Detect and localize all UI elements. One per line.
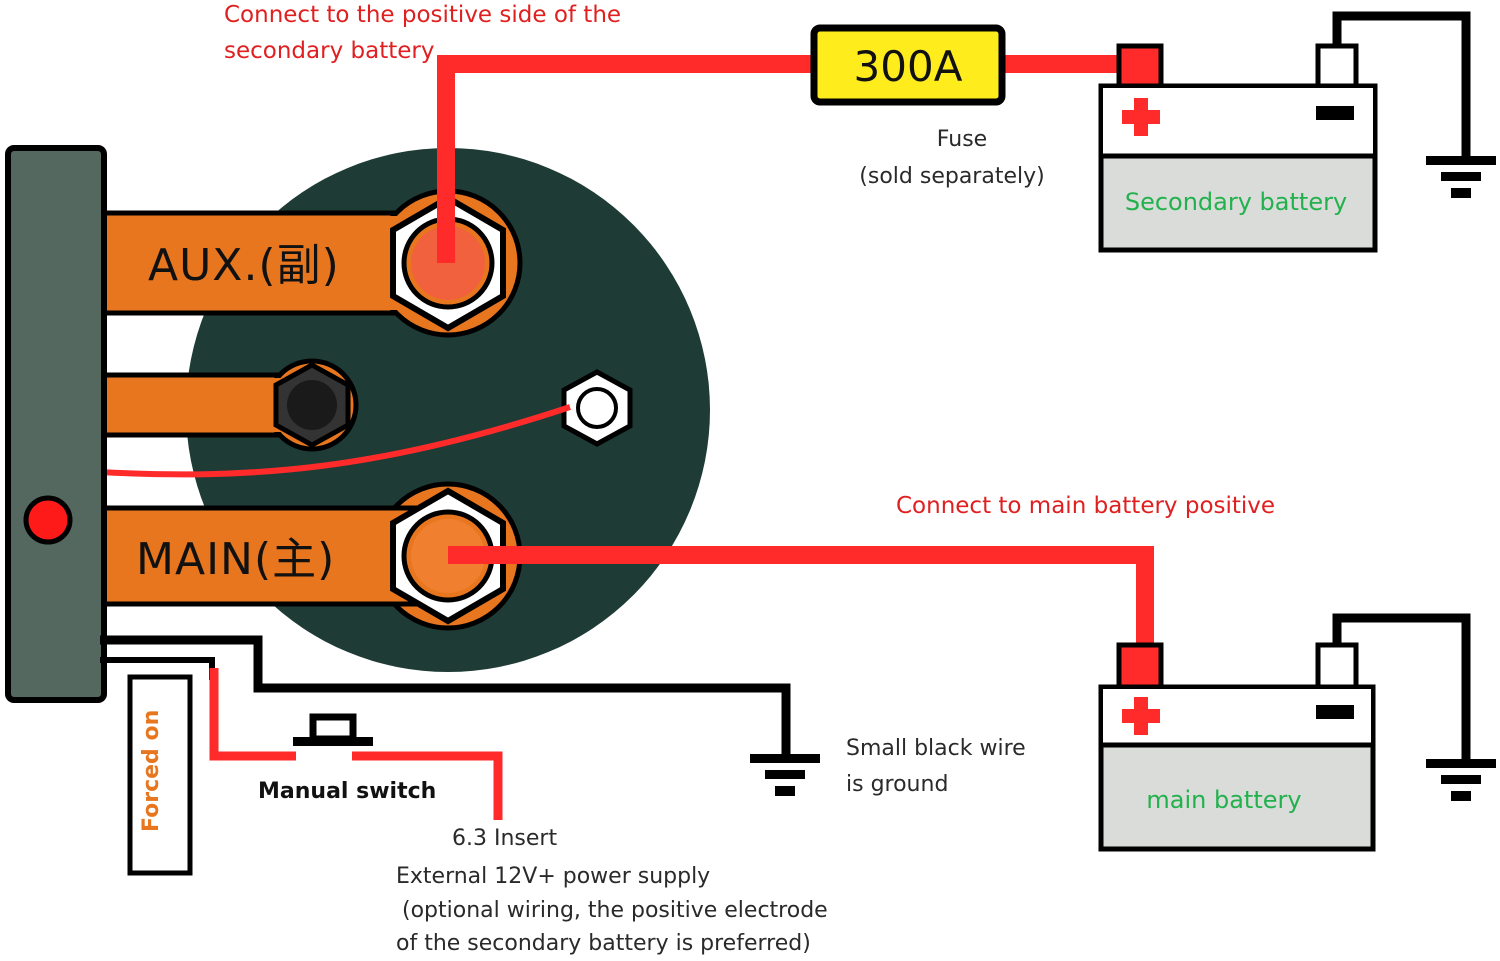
main-positive-wire	[448, 546, 1154, 645]
main-ground-wire	[1332, 613, 1471, 762]
manual-switch-symbol	[293, 713, 373, 746]
aux-terminal-label: AUX.(副)	[148, 240, 340, 291]
fuse	[810, 24, 1006, 106]
main-terminal-label: MAIN(主)	[136, 534, 335, 585]
secondary-ground-wire	[1332, 11, 1471, 160]
relay-housing	[5, 145, 107, 703]
secondary-battery	[1098, 43, 1378, 253]
ground-note-line1: Small black wire	[846, 736, 1026, 761]
forced-on-tab	[127, 674, 193, 876]
fuse-label: Fuse	[937, 127, 987, 152]
aux-connect-note-line2: secondary battery	[224, 38, 434, 64]
forced-on-label: Forced on	[139, 710, 164, 832]
control-terminal-nut	[561, 369, 633, 447]
main-battery-label: main battery	[1146, 786, 1301, 814]
external-supply-line2: (optional wiring, the positive electrode	[402, 898, 828, 923]
relay-ground-wire	[100, 635, 791, 755]
fuse-rating: 300A	[854, 42, 963, 91]
external-supply-line3: of the secondary battery is preferred)	[396, 931, 811, 956]
middle-terminal-nut	[273, 362, 351, 448]
fuse-sold-separately: (sold separately)	[859, 164, 1044, 189]
external-supply-line1: External 12V+ power supply	[396, 864, 710, 889]
main-battery	[1098, 642, 1376, 852]
control-wire	[99, 404, 571, 478]
manual-switch-label: Manual switch	[258, 779, 436, 804]
insert-note: 6.3 Insert	[452, 826, 557, 851]
main-ground-symbol	[1426, 759, 1496, 801]
relay-ground-symbol	[750, 754, 820, 796]
secondary-battery-label: Secondary battery	[1125, 188, 1347, 216]
switch-wire	[209, 668, 503, 820]
ground-note-line2: is ground	[846, 772, 948, 797]
aux-connect-note-line1: Connect to the positive side of the	[224, 2, 621, 28]
main-connect-note: Connect to main battery positive	[896, 493, 1275, 519]
status-led	[23, 495, 73, 545]
secondary-ground-symbol	[1426, 156, 1496, 198]
